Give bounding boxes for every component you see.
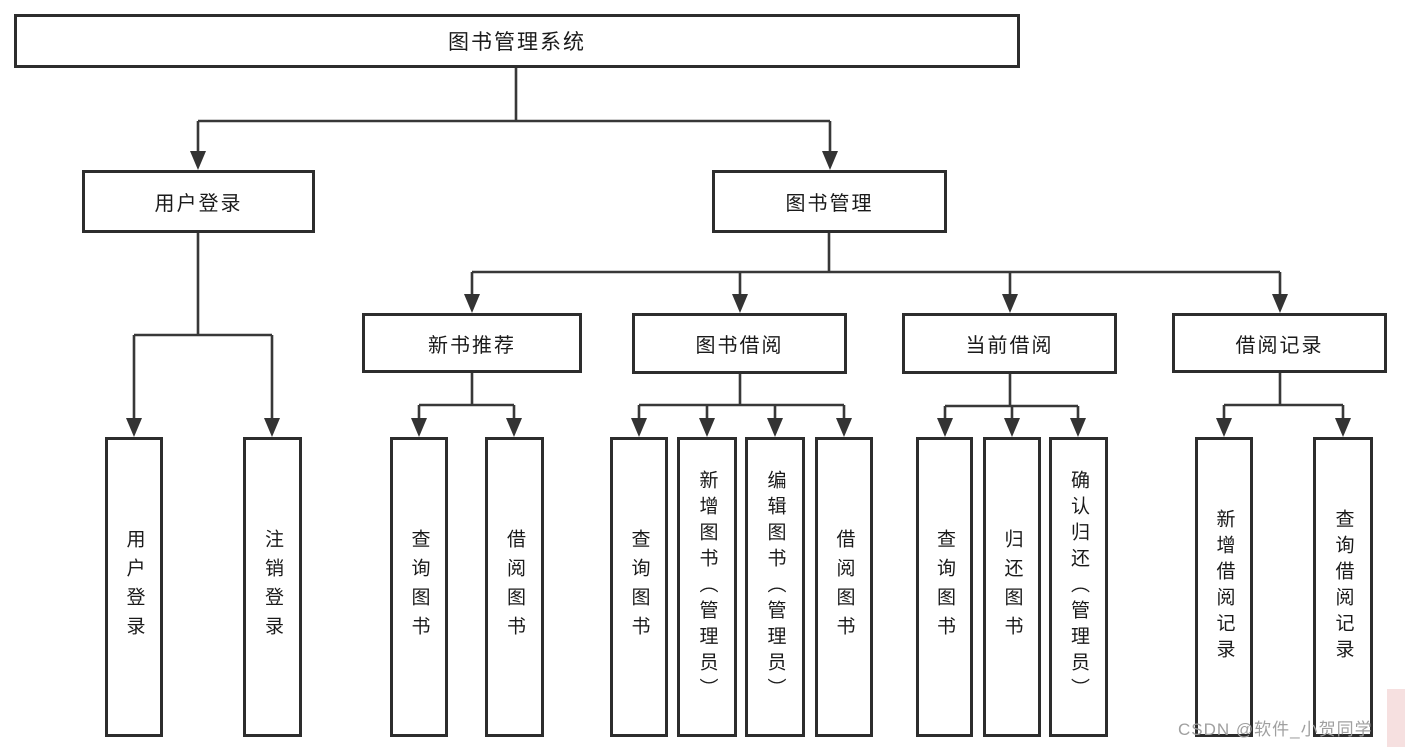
leaf-edit-books-admin: 编辑图书（管理员）: [745, 437, 805, 737]
csdn-watermark: CSDN @软件_小贺同学: [1178, 720, 1373, 739]
watermark-corner-tint: [1387, 689, 1405, 747]
connector-borrow-records: [1216, 373, 1351, 437]
arrow-down-icon: [1335, 418, 1351, 437]
arrow-down-icon: [464, 294, 480, 313]
leaf-confirm-return-admin: 确认归还（管理员）: [1049, 437, 1108, 737]
node-new-book-recommend: 新书推荐: [362, 313, 582, 373]
arrow-down-icon: [264, 418, 280, 437]
arrow-down-icon: [699, 418, 715, 437]
leaf-query-borrow-record: 查询借阅记录: [1313, 437, 1373, 737]
arrow-down-icon: [126, 418, 142, 437]
leaf-add-books-admin: 新增图书（管理员）: [677, 437, 737, 737]
arrow-down-icon: [1070, 418, 1086, 437]
leaf-query-books: 查询图书: [610, 437, 668, 737]
arrow-down-icon: [732, 294, 748, 313]
leaf-borrow-books: 借阅图书: [815, 437, 873, 737]
arrow-down-icon: [506, 418, 522, 437]
connector-current-borrow: [937, 373, 1086, 437]
leaf-query-books: 查询图书: [916, 437, 973, 737]
arrow-down-icon: [1002, 294, 1018, 313]
leaf-user-login: 用户登录: [105, 437, 163, 737]
arrow-down-icon: [822, 151, 838, 170]
node-borrow-records: 借阅记录: [1172, 313, 1387, 373]
connector-root: [190, 68, 838, 170]
connector-book-borrow: [631, 373, 852, 437]
arrow-down-icon: [937, 418, 953, 437]
arrow-down-icon: [631, 418, 647, 437]
connector-user-login: [126, 233, 280, 437]
leaf-query-books: 查询图书: [390, 437, 448, 737]
arrow-down-icon: [836, 418, 852, 437]
arrow-down-icon: [411, 418, 427, 437]
leaf-add-borrow-record: 新增借阅记录: [1195, 437, 1253, 737]
leaf-return-books: 归还图书: [983, 437, 1041, 737]
arrow-down-icon: [1004, 418, 1020, 437]
arrow-down-icon: [767, 418, 783, 437]
connector-book-management: [464, 233, 1288, 313]
leaf-borrow-books: 借阅图书: [485, 437, 544, 737]
node-book-management: 图书管理: [712, 170, 947, 233]
arrow-down-icon: [1216, 418, 1232, 437]
node-book-borrow: 图书借阅: [632, 313, 847, 374]
node-user-login: 用户登录: [82, 170, 315, 233]
arrow-down-icon: [1272, 294, 1288, 313]
arrow-down-icon: [190, 151, 206, 170]
node-current-borrow: 当前借阅: [902, 313, 1117, 374]
leaf-logout: 注销登录: [243, 437, 302, 737]
node-system-root: 图书管理系统: [14, 14, 1020, 68]
connector-new-book: [411, 373, 522, 437]
